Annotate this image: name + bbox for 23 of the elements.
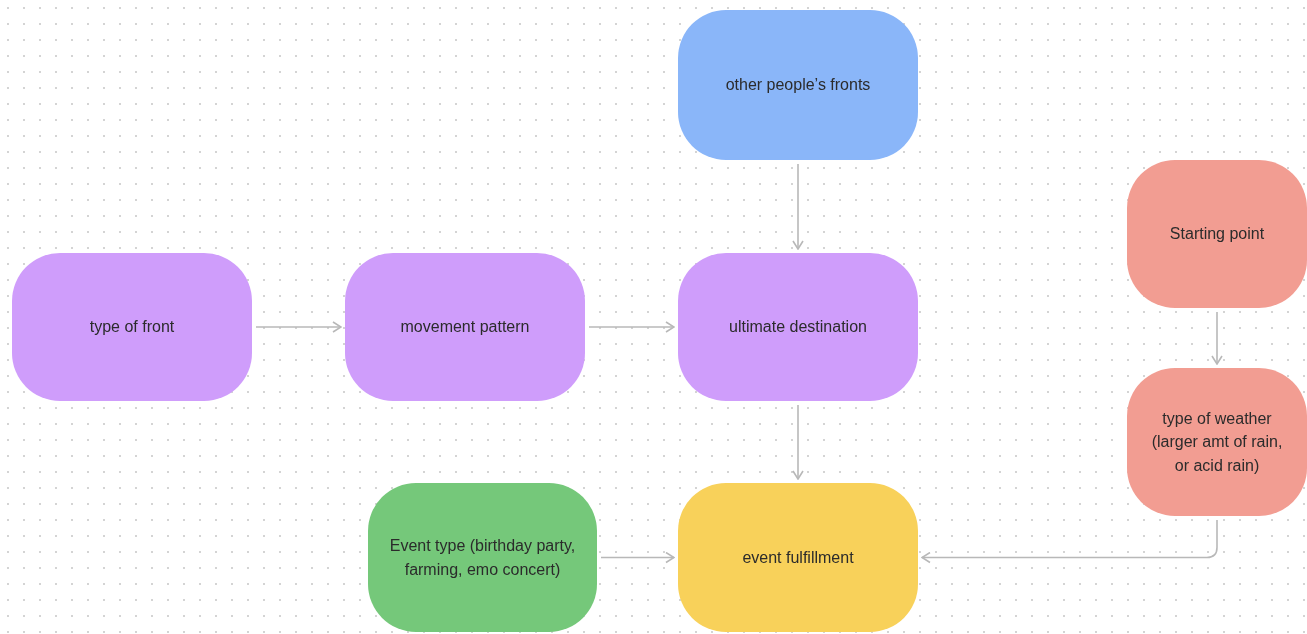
rounded-box xyxy=(368,483,597,632)
rounded-box xyxy=(1127,160,1307,308)
rounded-box xyxy=(678,483,918,632)
node-label: Starting point xyxy=(1169,224,1265,245)
arrow xyxy=(921,519,1218,564)
rounded-box xyxy=(345,253,585,401)
arrow xyxy=(255,321,342,333)
node-label: type of front xyxy=(89,317,175,338)
rounded-box xyxy=(12,253,252,401)
node-label: Event type (birthday party, farming, emo concert) xyxy=(388,536,577,580)
rounded-box xyxy=(678,253,918,401)
node-label: event fulfillment xyxy=(742,547,854,568)
arrow xyxy=(600,551,675,564)
rounded-box xyxy=(1127,368,1307,516)
arrow xyxy=(588,321,675,333)
arrow xyxy=(792,163,804,250)
arrow xyxy=(1211,311,1223,365)
node-label: ultimate destination xyxy=(729,317,867,338)
node-label: type of weather (larger amt of rain, or acid rain) xyxy=(1150,409,1284,476)
arrow xyxy=(792,404,804,480)
node-label: movement pattern xyxy=(400,317,530,338)
node-label: other people’s fronts xyxy=(725,75,871,96)
rounded-box xyxy=(678,10,918,160)
